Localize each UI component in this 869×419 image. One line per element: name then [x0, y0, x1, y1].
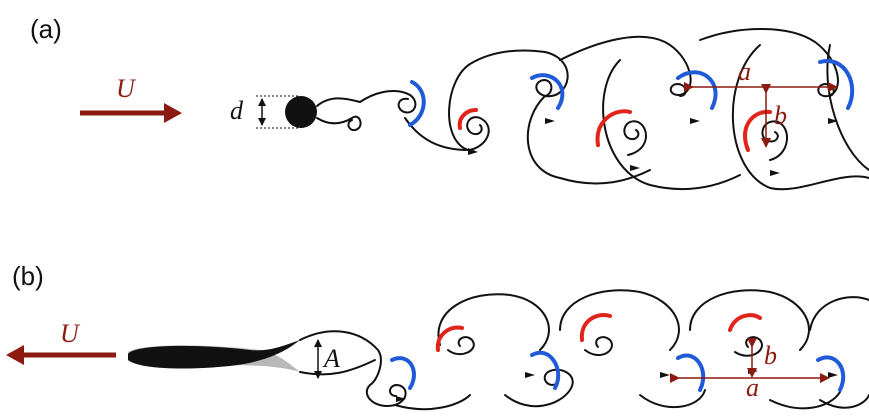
diameter-symbol: d — [230, 96, 244, 125]
cylinder-body — [285, 96, 317, 128]
vortex-street-b — [299, 289, 869, 411]
vortex-street-a — [448, 28, 869, 191]
spacing-a-symbol-a: a — [738, 57, 751, 86]
velocity-arrow-a — [80, 103, 182, 123]
vortex-arcs-b — [390, 313, 846, 392]
velocity-symbol-b: U — [60, 319, 81, 348]
flapping-foil — [128, 340, 300, 372]
spacing-b-symbol-a: b — [774, 101, 787, 130]
panel-a-label: (a) — [30, 14, 62, 44]
velocity-arrow-b — [6, 345, 116, 365]
spacing-a-symbol-b: a — [746, 373, 759, 402]
vortex-arcs-a — [408, 58, 855, 152]
spacing-b-symbol-b: b — [764, 341, 777, 370]
panel-b: (b) U A — [6, 261, 869, 411]
velocity-symbol-a: U — [116, 74, 137, 103]
amplitude-symbol: A — [322, 344, 340, 373]
panel-a: (a) U d — [30, 14, 869, 191]
panel-b-label: (b) — [12, 261, 44, 291]
